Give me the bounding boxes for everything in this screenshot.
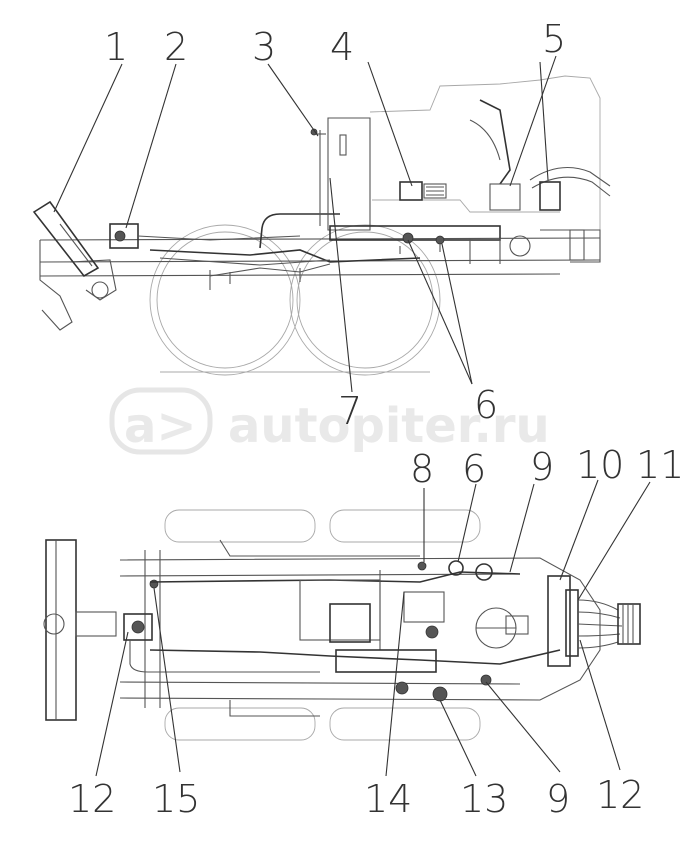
- callout-9-lower: 9: [546, 777, 570, 821]
- callout-6-top: 6: [474, 383, 498, 427]
- callout-8: 8: [410, 447, 434, 491]
- leader-lines: [53, 55, 651, 777]
- callout-11: 11: [636, 443, 684, 487]
- callout-1: 1: [104, 25, 128, 69]
- callout-13: 13: [460, 777, 508, 821]
- callout-14: 14: [364, 777, 412, 821]
- callout-9-upper: 9: [530, 445, 554, 489]
- callout-5: 5: [542, 17, 566, 61]
- callout-12-right: 12: [596, 773, 644, 817]
- watermark: a> autopiter.ru: [109, 387, 550, 455]
- callout-15: 15: [152, 777, 200, 821]
- plan-view-drawing: [43, 509, 641, 741]
- side-view-drawing: [32, 75, 611, 376]
- callout-4: 4: [330, 25, 354, 69]
- callout-10: 10: [576, 443, 624, 487]
- watermark-icon: a>: [124, 398, 197, 454]
- callout-2: 2: [164, 25, 188, 69]
- callout-6-bottom: 6: [462, 447, 486, 491]
- callout-3: 3: [252, 25, 276, 69]
- callout-12-left: 12: [68, 777, 116, 821]
- callout-labels: 1 2 3 4 5 6 7 8 6 9 10 11 12 15 14 13 9 …: [68, 17, 684, 821]
- callout-7: 7: [338, 389, 362, 433]
- watermark-text: autopiter.ru: [228, 398, 550, 454]
